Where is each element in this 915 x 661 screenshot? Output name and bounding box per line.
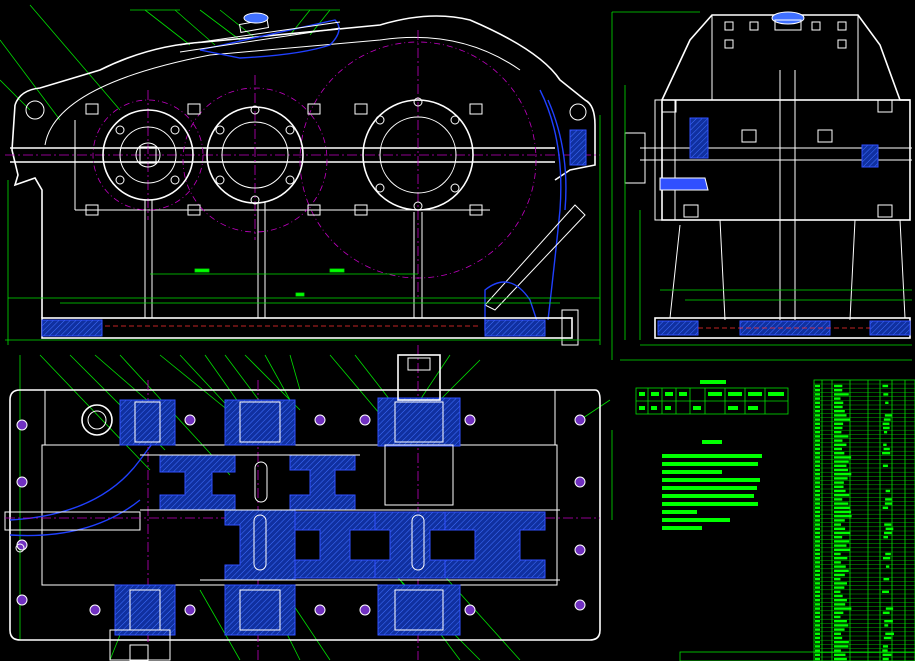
- top-lug: [81, 404, 113, 436]
- housing-right-section: [539, 89, 562, 321]
- housing-ribs: [144, 200, 423, 318]
- side-housing-outline: [661, 14, 910, 101]
- title-block-edge: [679, 651, 915, 661]
- vent-plug-icon: [243, 12, 269, 24]
- output-shaft: [397, 354, 441, 401]
- side-bearing-section: [689, 117, 709, 159]
- bearing-cap-1: [102, 109, 194, 201]
- front-view: [0, 4, 601, 346]
- bearing-cap-2: [206, 106, 304, 204]
- housing-inner-arc: [44, 36, 521, 146]
- side-upper-cover: [711, 14, 859, 101]
- front-bolts: [115, 97, 460, 211]
- top-housing-outline: [9, 389, 601, 641]
- parts-list: [679, 379, 915, 661]
- parts-list-cells: [815, 384, 894, 661]
- inspection-cover: [179, 12, 341, 59]
- side-view: [611, 11, 912, 361]
- side-bolts: [661, 99, 893, 218]
- housing-upper-outline: [14, 15, 596, 181]
- parts-list-grid: [814, 380, 915, 661]
- top-bearing-blocks: [114, 397, 461, 636]
- oil-dipstick: [484, 204, 586, 311]
- side-vent-plug-icon: [771, 11, 805, 25]
- side-shaft-stub: [624, 132, 646, 184]
- input-shaft: [4, 511, 141, 531]
- top-bolt-holes: [16, 414, 586, 616]
- parameter-table: [635, 380, 789, 415]
- bearing-section-right: [569, 129, 587, 166]
- top-section-view: [4, 345, 613, 661]
- side-dimensions: [611, 11, 912, 361]
- lifting-lug-left: [25, 100, 45, 120]
- gear-sections: [140, 454, 560, 581]
- flange-bolts: [85, 103, 483, 216]
- lifting-lug-right: [569, 103, 587, 121]
- front-leaders: [0, 4, 340, 121]
- technical-notes: [662, 440, 762, 530]
- side-cover-bolts: [724, 21, 847, 49]
- front-dimensions: [5, 115, 601, 345]
- drain-plug: [561, 309, 579, 346]
- housing-left-wall: [11, 104, 43, 318]
- top-input-shaft-end: [109, 629, 171, 661]
- top-inner-cavity: [41, 444, 558, 586]
